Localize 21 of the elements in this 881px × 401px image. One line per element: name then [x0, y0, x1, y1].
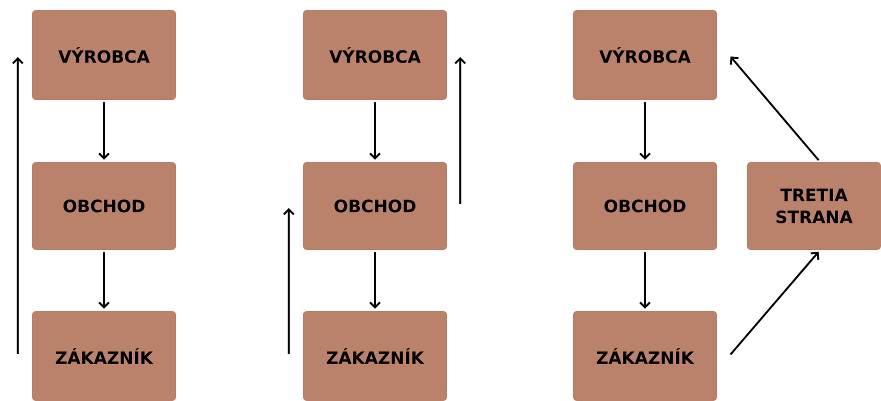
arrow: [369, 102, 381, 160]
process-box: VÝROBCA: [573, 10, 717, 100]
process-box: OBCHOD: [32, 162, 176, 250]
arrow: [639, 252, 651, 309]
arrow: [369, 252, 381, 309]
arrow: [12, 57, 24, 354]
process-box: VÝROBCA: [32, 10, 176, 100]
arrow: [730, 252, 820, 356]
process-box: ZÁKAZNÍK: [573, 311, 717, 401]
arrow: [454, 57, 466, 204]
process-box: VÝROBCA: [303, 10, 447, 100]
process-box: TRETIA STRANA: [747, 162, 881, 250]
process-box: ZÁKAZNÍK: [303, 311, 447, 401]
arrow: [283, 208, 295, 354]
process-box: ZÁKAZNÍK: [32, 311, 176, 401]
process-box: OBCHOD: [303, 162, 447, 250]
process-box: OBCHOD: [573, 162, 717, 250]
arrow: [639, 102, 651, 160]
arrow: [730, 56, 820, 161]
arrow: [98, 102, 110, 160]
arrow: [98, 252, 110, 309]
